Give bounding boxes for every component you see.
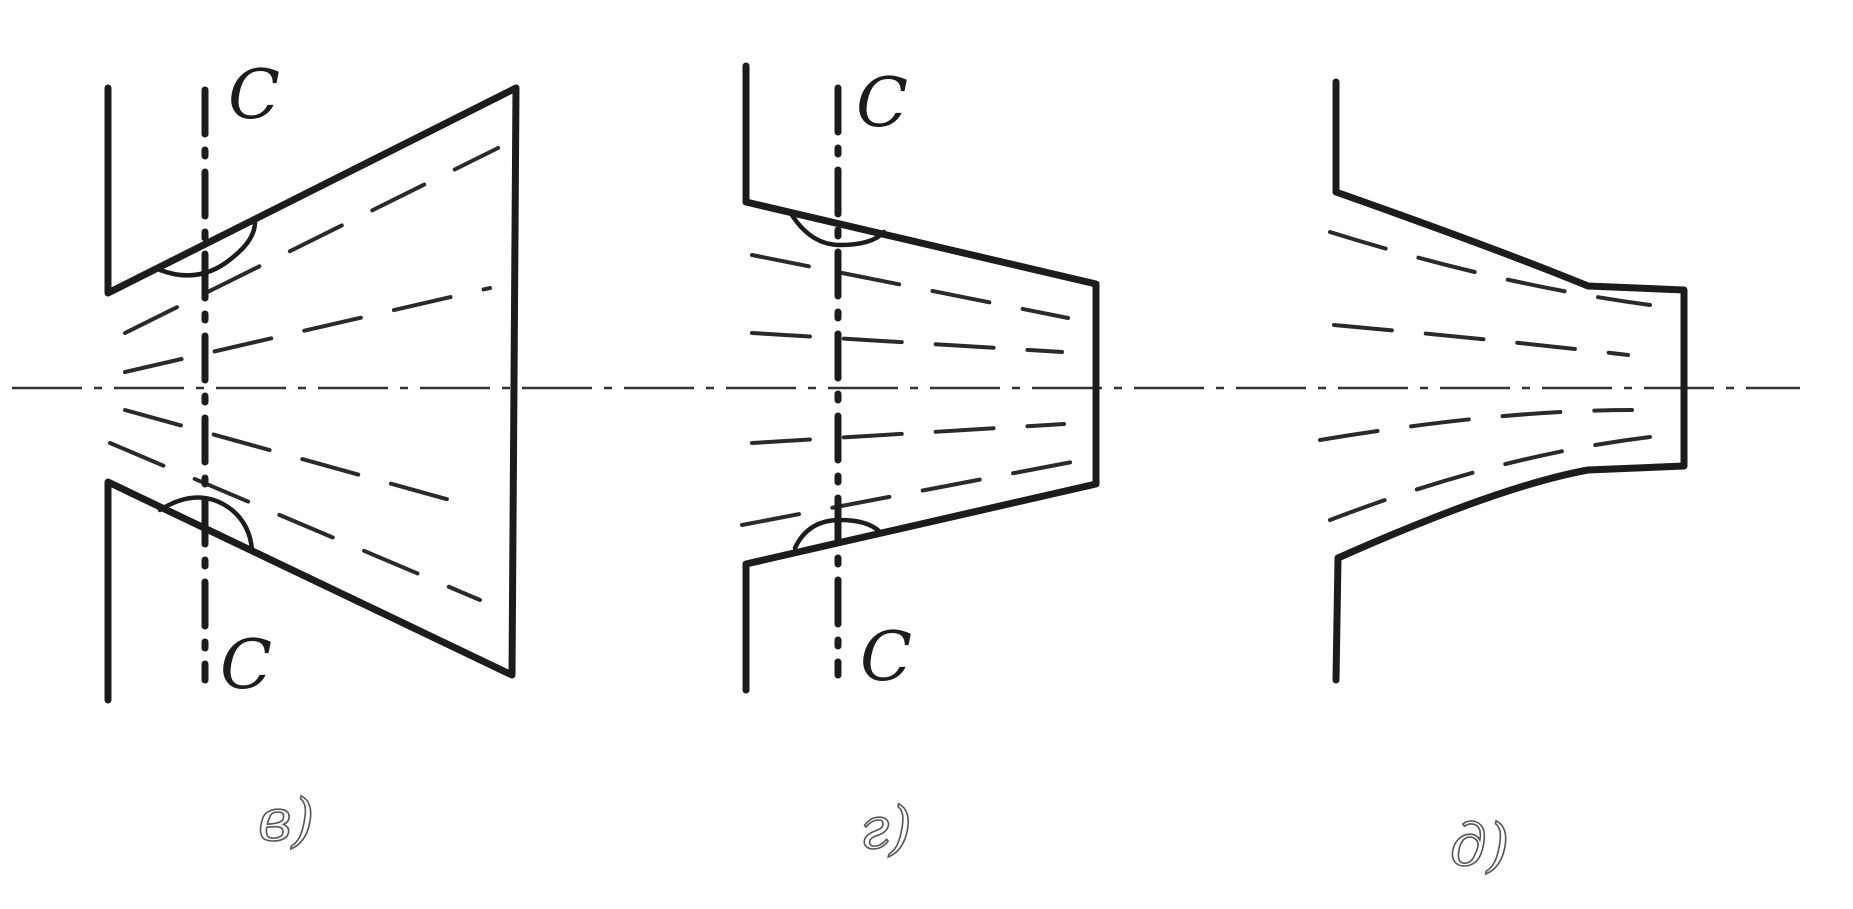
figure-v-upper-wall — [104, 84, 520, 704]
figure-g-flow-lines — [740, 253, 1074, 527]
figure-g-section-mark-bottom: C — [860, 618, 912, 697]
figure-d-wall — [1332, 78, 1688, 684]
figure-v-section-mark-bottom: C — [220, 626, 272, 705]
figure-g-upper-angle-arc — [787, 209, 887, 248]
figure-v-section-mark-top: C — [228, 56, 280, 135]
figure-g-wall — [742, 62, 1100, 694]
figure-g-caption: г) — [860, 794, 912, 862]
figure-v-flow-lines — [108, 146, 500, 602]
figure-g-section-mark-top: C — [856, 64, 908, 143]
figure-d-flow-lines — [1318, 230, 1652, 522]
figure-d: д) — [1318, 78, 1688, 880]
figure-v-upper-angle-arc — [157, 219, 258, 278]
figure-g: C C г) — [740, 62, 1100, 863]
figure-v-lower-angle-arc — [157, 495, 255, 553]
figure-v: C C в) — [104, 56, 520, 855]
figure-d-caption: д) — [1450, 811, 1509, 879]
figure-v-caption: в) — [258, 786, 314, 854]
figure-g-lower-angle-arc — [792, 517, 883, 551]
